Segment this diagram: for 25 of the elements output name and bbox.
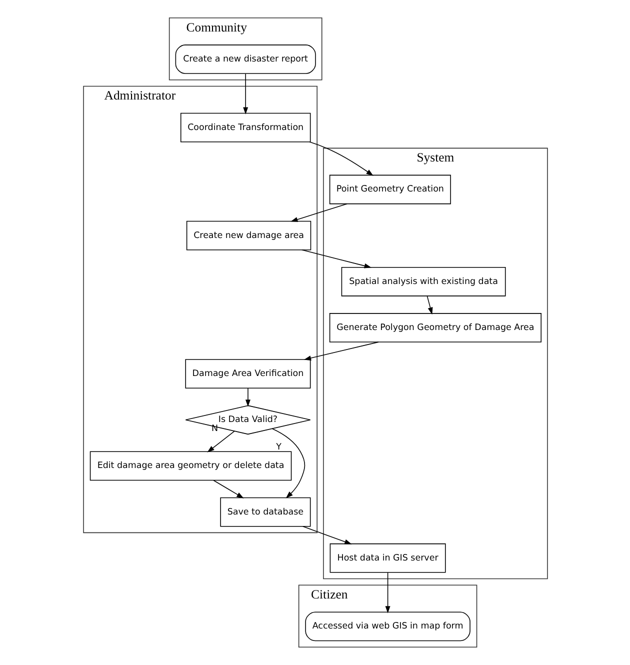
node-box: Point Geometry Creation <box>328 174 450 204</box>
edge-label: Y <box>276 442 281 453</box>
arrow <box>302 526 352 544</box>
node-box: Spatial analysis with existing data <box>340 266 506 296</box>
arrow <box>242 73 248 114</box>
arrow <box>271 428 305 498</box>
arrow <box>426 296 432 315</box>
node-box: Edit damage area geometry or delete data <box>89 451 292 481</box>
edge-label: N <box>210 424 218 434</box>
arrow <box>384 572 390 614</box>
arrow <box>301 250 372 268</box>
node-box: Create a new disaster report <box>174 44 316 74</box>
arrow <box>244 388 250 407</box>
arrow <box>206 430 234 452</box>
node-box: Coordinate Transformation <box>180 112 310 142</box>
node-box: Save to database <box>220 497 310 527</box>
arrow <box>290 204 347 222</box>
node-box: Create new damage area <box>186 220 311 250</box>
arrow <box>212 480 244 498</box>
arrow <box>308 142 373 176</box>
node-box: Accessed via web GIS in map form <box>304 612 470 642</box>
arrow <box>303 342 378 361</box>
node-box: Damage Area Verification <box>184 359 310 388</box>
node-box: Generate Polygon Geometry of Damage Area <box>328 313 541 342</box>
node-box: Host data in GIS server <box>329 543 446 573</box>
